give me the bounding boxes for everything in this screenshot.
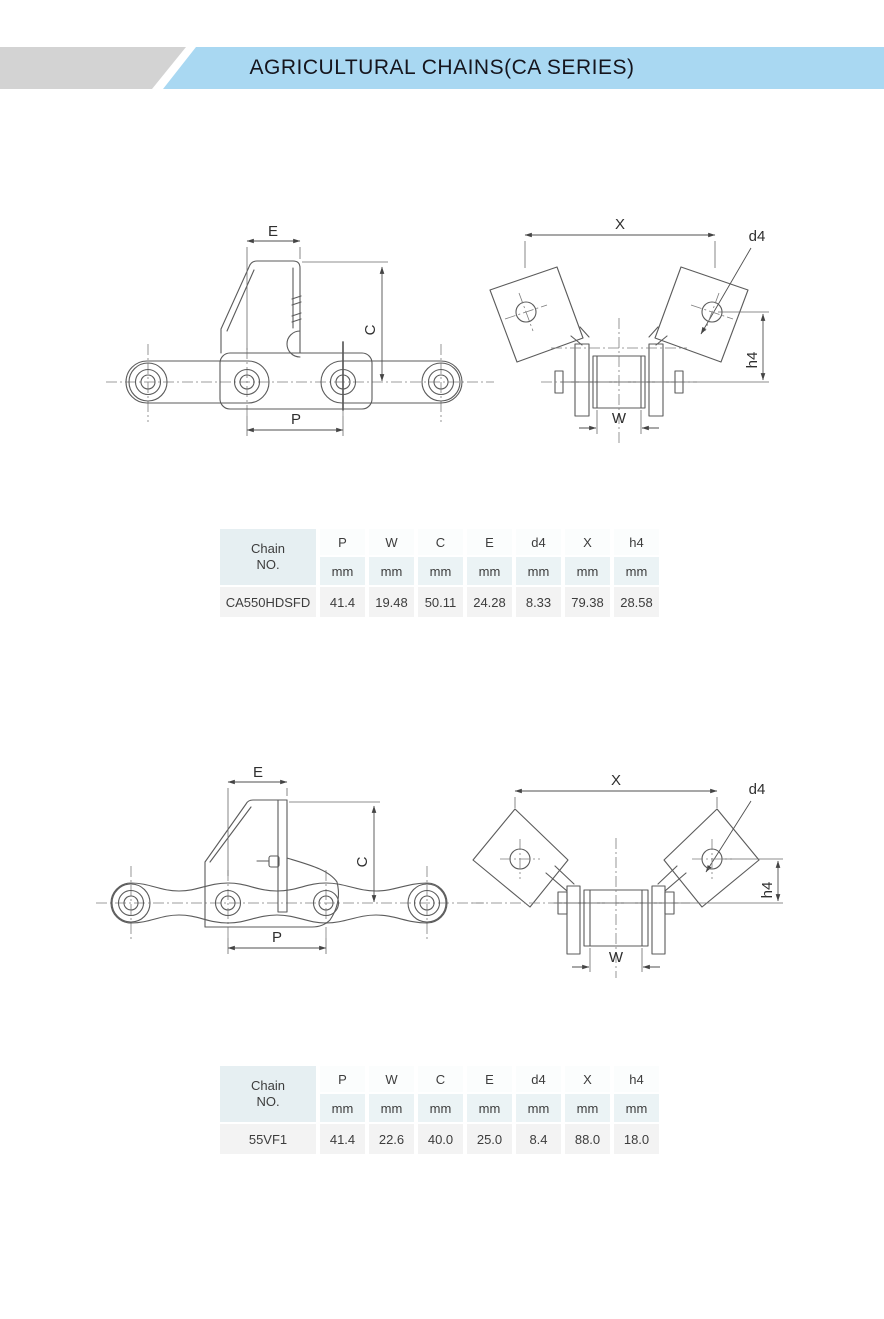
column-header: X bbox=[565, 1066, 610, 1092]
table-row: 55VF1 41.4 22.6 40.0 25.0 8.4 88.0 18.0 bbox=[220, 1124, 659, 1154]
right-side-plate bbox=[651, 885, 666, 955]
unit-cell: mm bbox=[320, 557, 365, 585]
unit-cell: mm bbox=[516, 1094, 561, 1122]
dim-label-W: W bbox=[612, 410, 627, 427]
page-title: AGRICULTURAL CHAINS(CA SERIES) bbox=[249, 56, 635, 79]
unit-cell: mm bbox=[467, 557, 512, 585]
data-cell: 79.38 bbox=[565, 587, 610, 617]
column-header: P bbox=[320, 1066, 365, 1092]
dim-label-E: E bbox=[253, 764, 263, 781]
unit-cell: mm bbox=[369, 557, 414, 585]
column-header: d4 bbox=[516, 1066, 561, 1092]
right-diamond-plate bbox=[663, 808, 760, 908]
chain-no-cell: 55VF1 bbox=[220, 1124, 316, 1154]
column-header: W bbox=[369, 1066, 414, 1092]
column-header: h4 bbox=[614, 529, 659, 555]
data-cell: 88.0 bbox=[565, 1124, 610, 1154]
unit-cell: mm bbox=[565, 557, 610, 585]
figure2-side-view-drawing: E C P bbox=[96, 764, 484, 954]
right-link-plate bbox=[320, 360, 463, 404]
left-diamond-plate bbox=[472, 808, 569, 908]
data-cell: 28.58 bbox=[614, 587, 659, 617]
banner-gray-shape bbox=[0, 47, 186, 89]
unit-cell: mm bbox=[320, 1094, 365, 1122]
attachment-plate bbox=[204, 799, 288, 928]
unit-cell: mm bbox=[418, 1094, 463, 1122]
roller-1 bbox=[111, 883, 151, 923]
dim-label-W: W bbox=[609, 949, 624, 966]
dim-label-E: E bbox=[268, 223, 278, 240]
banner-blue-shape bbox=[163, 47, 884, 89]
dim-label-h4: h4 bbox=[759, 882, 776, 899]
left-bracket-plate bbox=[489, 266, 584, 363]
dim-label-X: X bbox=[615, 216, 625, 233]
data-cell: 19.48 bbox=[369, 587, 414, 617]
unit-cell: mm bbox=[614, 557, 659, 585]
column-header: W bbox=[369, 529, 414, 555]
attachment-blade bbox=[277, 799, 288, 913]
table-row: CA550HDSFD 41.4 19.48 50.11 24.28 8.33 7… bbox=[220, 587, 659, 617]
figure1-side-view-drawing: E C P bbox=[106, 223, 494, 436]
attachment-plate-body bbox=[219, 352, 373, 410]
dim-label-P: P bbox=[291, 411, 301, 428]
column-header: d4 bbox=[516, 529, 561, 555]
unit-cell: mm bbox=[467, 1094, 512, 1122]
chain-no-header: Chain NO. bbox=[220, 529, 316, 585]
link-strap bbox=[130, 882, 229, 892]
roller-1 bbox=[128, 362, 168, 402]
dim-label-d4: d4 bbox=[749, 228, 766, 245]
roller-2 bbox=[233, 368, 261, 396]
data-cell: 8.4 bbox=[516, 1124, 561, 1154]
data-cell: 40.0 bbox=[418, 1124, 463, 1154]
figure2-end-view-drawing: X d4 h4 W bbox=[472, 772, 783, 978]
left-side-plate bbox=[566, 885, 581, 955]
unit-cell: mm bbox=[565, 1094, 610, 1122]
column-header: C bbox=[418, 529, 463, 555]
spec-table-ca550hdsfd: Chain NO. P W C E d4 X h4 mm mm mm mm mm… bbox=[216, 527, 663, 619]
roller-4 bbox=[407, 883, 447, 923]
column-header: h4 bbox=[614, 1066, 659, 1092]
column-header: E bbox=[467, 1066, 512, 1092]
figure1-end-view-drawing: X d4 h4 W bbox=[489, 216, 769, 446]
data-cell: 24.28 bbox=[467, 587, 512, 617]
unit-cell: mm bbox=[516, 557, 561, 585]
data-cell: 41.4 bbox=[320, 1124, 365, 1154]
left-bracket-hole bbox=[515, 301, 537, 323]
attachment-bracket bbox=[220, 260, 301, 354]
column-header: P bbox=[320, 529, 365, 555]
column-header: E bbox=[467, 529, 512, 555]
roller-3 bbox=[329, 341, 357, 411]
chain-no-cell: CA550HDSFD bbox=[220, 587, 316, 617]
dim-label-h4: h4 bbox=[744, 352, 761, 369]
left-link-plate bbox=[125, 360, 270, 404]
data-cell: 41.4 bbox=[320, 587, 365, 617]
unit-cell: mm bbox=[614, 1094, 659, 1122]
unit-cell: mm bbox=[418, 557, 463, 585]
data-cell: 18.0 bbox=[614, 1124, 659, 1154]
roller-3 bbox=[312, 889, 340, 917]
roller-4 bbox=[421, 362, 461, 402]
dim-label-C: C bbox=[354, 856, 371, 867]
column-header: X bbox=[565, 529, 610, 555]
right-side-plate bbox=[648, 343, 664, 417]
data-cell: 8.33 bbox=[516, 587, 561, 617]
data-cell: 50.11 bbox=[418, 587, 463, 617]
dim-label-d4: d4 bbox=[749, 781, 766, 798]
data-cell: 22.6 bbox=[369, 1124, 414, 1154]
dim-label-C: C bbox=[362, 324, 379, 335]
right-bracket-plate bbox=[654, 266, 749, 363]
spec-table-55vf1: Chain NO. P W C E d4 X h4 mm mm mm mm mm… bbox=[216, 1064, 663, 1156]
roller-2 bbox=[214, 889, 242, 917]
chain-no-header: Chain NO. bbox=[220, 1066, 316, 1122]
left-side-plate bbox=[574, 343, 590, 417]
unit-cell: mm bbox=[369, 1094, 414, 1122]
dim-label-X: X bbox=[611, 772, 621, 789]
data-cell: 25.0 bbox=[467, 1124, 512, 1154]
dim-label-P: P bbox=[272, 929, 282, 946]
column-header: C bbox=[418, 1066, 463, 1092]
